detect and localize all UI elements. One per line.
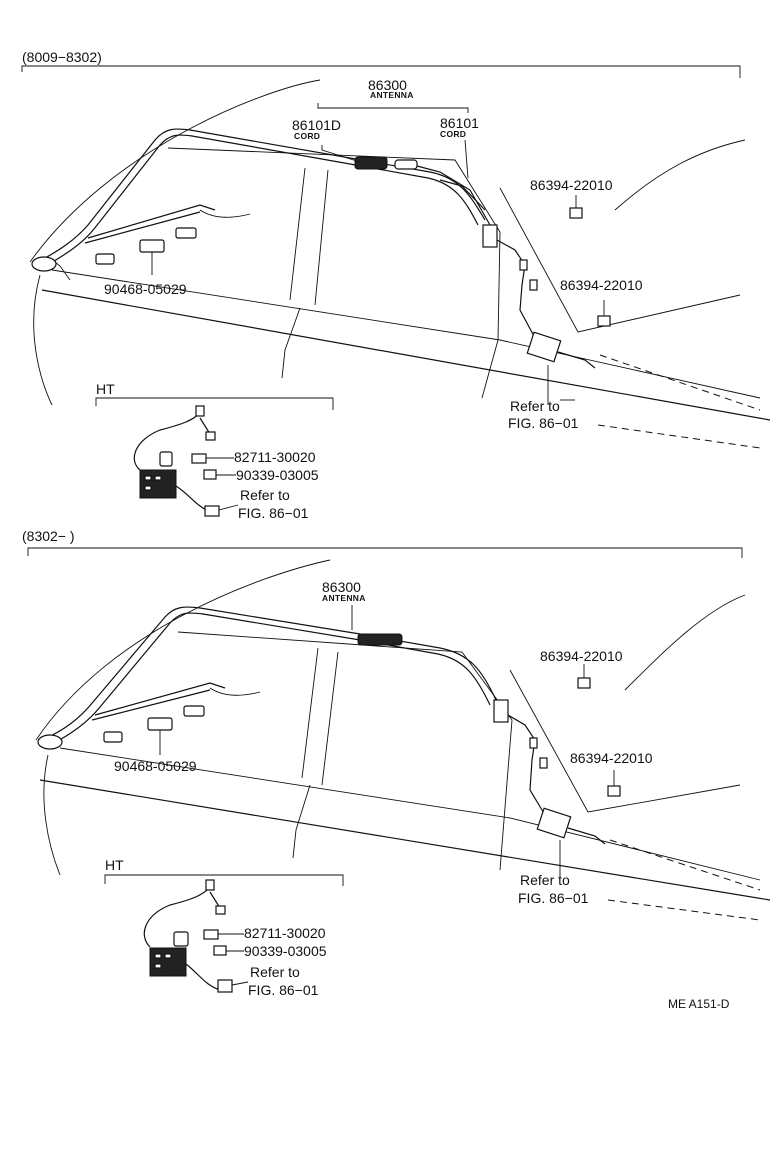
top-amplifier: [526, 331, 562, 363]
top-refer-label-1: Refer to: [510, 398, 560, 414]
bottom-bracket: [27, 547, 743, 558]
diagram-code: ME A151-D: [668, 997, 730, 1011]
bottom-car-body: [35, 559, 771, 901]
bottom-refer-label-1: Refer to: [520, 872, 570, 888]
top-car-body: [29, 79, 771, 421]
bottom-section: (8302− ): [22, 528, 771, 998]
bottom-ht-refer-1: Refer to: [250, 964, 300, 980]
top-ht-part-b: 90339-03005: [236, 467, 319, 483]
top-range-label: (8009−8302): [22, 49, 102, 65]
top-antenna-name: ANTENNA: [370, 90, 414, 100]
bottom-range-label: (8302− ): [22, 528, 75, 544]
bottom-ht-refer-2: FIG. 86−01: [248, 982, 319, 998]
bottom-antenna-number: 86300: [322, 579, 361, 595]
top-cord-left-name: CORD: [294, 131, 320, 141]
top-ht-refer-2: FIG. 86−01: [238, 505, 309, 521]
top-screw-2-part: [597, 315, 611, 327]
top-cord-right-number: 86101: [440, 115, 479, 131]
top-refer-label-2: FIG. 86−01: [508, 415, 579, 431]
top-ht-label: HT: [96, 381, 115, 397]
bottom-refer-label-2: FIG. 86−01: [518, 890, 589, 906]
top-ht-relay: [139, 469, 177, 499]
top-ht-inset: HT 82711-30020 90339-03005 Refer to FIG.…: [95, 381, 334, 521]
bottom-antenna-wire: [37, 606, 606, 845]
top-cord-right-name: CORD: [440, 129, 466, 139]
bottom-ht-inset: HT 82711-30020 90339-03005 Refer to FIG.…: [104, 857, 344, 998]
bottom-ht-label: HT: [105, 857, 124, 873]
top-screw-1-part: [569, 207, 583, 219]
top-ht-part-a: 82711-30020: [234, 449, 316, 465]
bottom-ht-part-a: 82711-30020: [244, 925, 326, 941]
bottom-ht-part-b: 90339-03005: [244, 943, 327, 959]
top-bracket: [21, 65, 741, 78]
top-coupler: [354, 156, 388, 170]
bottom-screw-1-label: 86394-22010: [540, 648, 623, 664]
bottom-ht-relay: [149, 947, 187, 977]
top-clip-harness: [84, 204, 251, 275]
top-section: (8009−8302): [21, 49, 771, 521]
bottom-clip-harness: [91, 682, 261, 755]
top-cord-left-number: 86101D: [292, 117, 341, 133]
top-antenna-number: 86300: [368, 77, 407, 93]
bottom-coupler: [357, 633, 403, 646]
bottom-screw-2-part: [607, 785, 621, 797]
bottom-clip-label: 90468-05029: [114, 758, 197, 774]
bottom-screw-1-part: [577, 677, 591, 689]
top-ht-refer-1: Refer to: [240, 487, 290, 503]
bottom-amplifier: [536, 807, 572, 839]
top-clip-label: 90468-05029: [104, 281, 187, 297]
bottom-antenna-name: ANTENNA: [322, 593, 366, 603]
top-screw-1-label: 86394-22010: [530, 177, 613, 193]
bottom-screw-2-label: 86394-22010: [570, 750, 653, 766]
top-connector: [482, 224, 498, 248]
top-screw-2-label: 86394-22010: [560, 277, 643, 293]
bottom-connector: [493, 699, 509, 723]
top-antenna-wire: [31, 128, 596, 369]
